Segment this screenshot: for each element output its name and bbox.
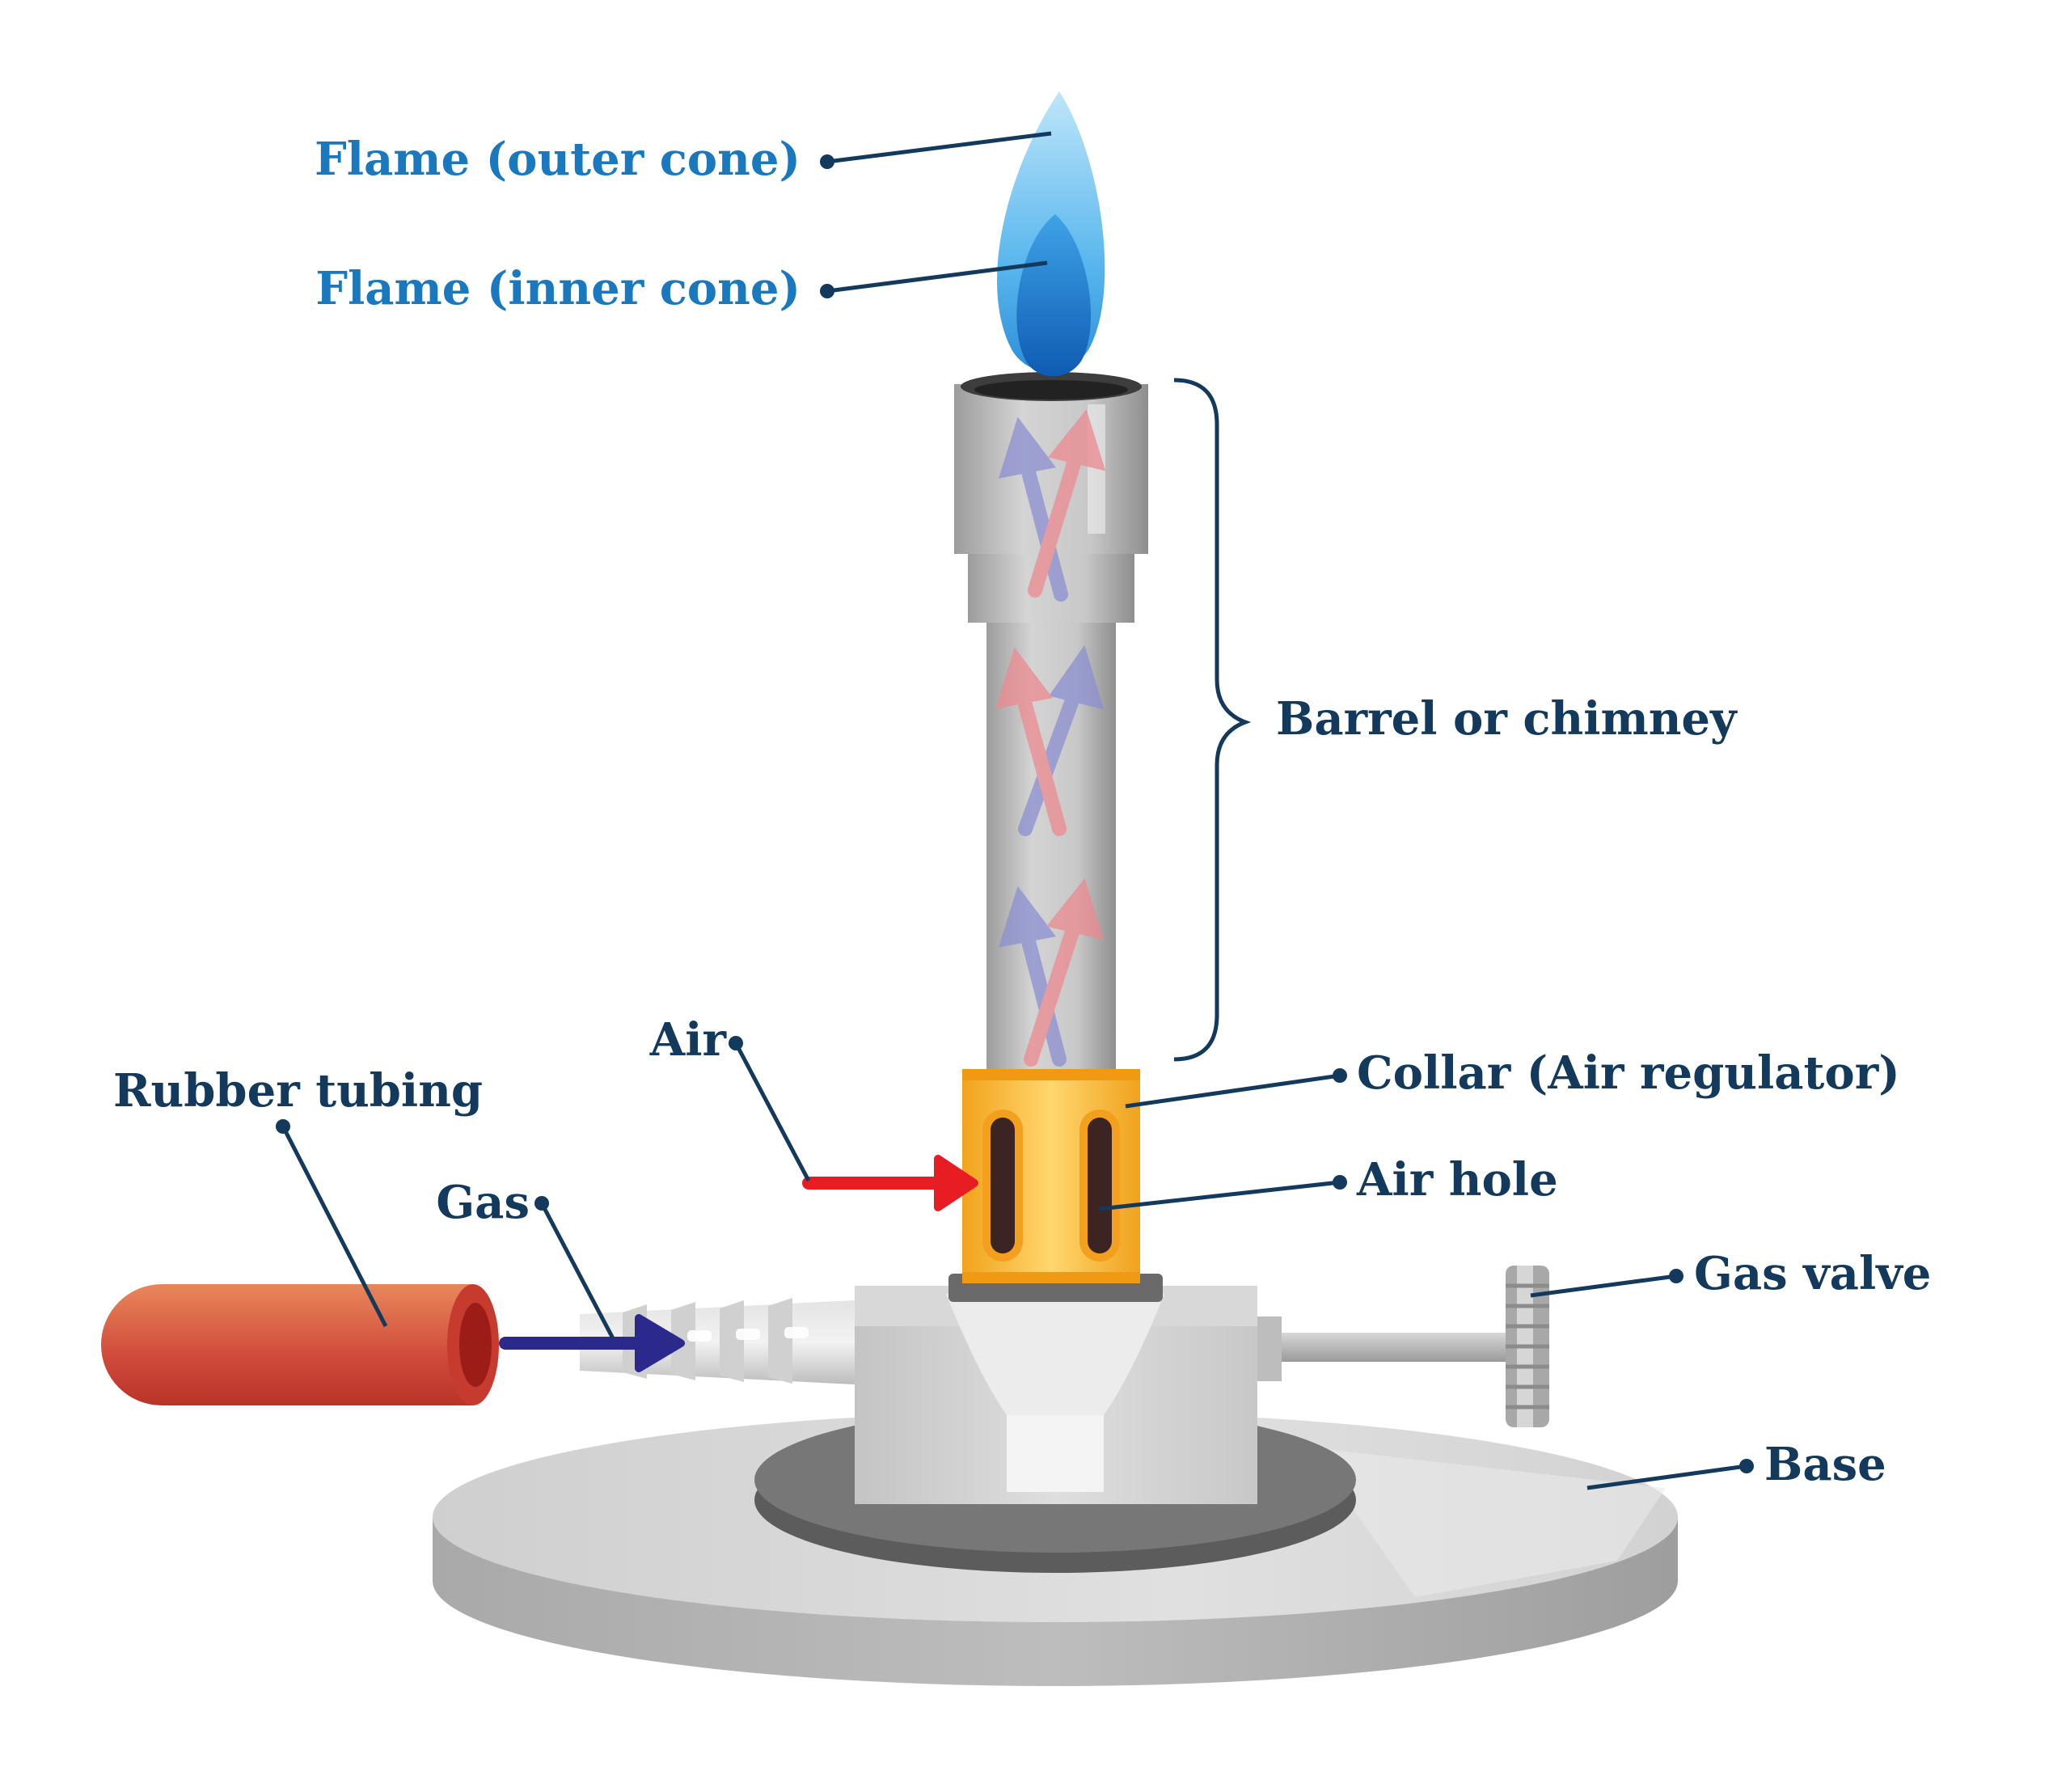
label-gas-valve: Gas valve [1694,1247,1931,1300]
air-flow-arrow [802,1155,978,1211]
air-hole [982,1109,1120,1262]
flame-inner-cone [1016,214,1092,377]
label-air: Air [649,1013,728,1067]
barrel-chimney [954,372,1148,1069]
leader-lines [276,131,1754,1490]
label-gas: Gas [436,1176,530,1229]
flame [997,91,1105,377]
gas-flow-arrow [499,1314,685,1372]
burner-body [855,1274,1257,1504]
barrel-bracket [1173,378,1252,1062]
air-flow-arrows-inside [995,409,1106,1067]
label-flame-inner-cone: Flame (inner cone) [315,262,801,315]
rubber-tubing [101,1284,499,1405]
collar-air-regulator[interactable] [962,1069,1140,1283]
label-air-hole: Air hole [1356,1153,1558,1207]
label-collar-air-regulator: Collar (Air regulator) [1357,1046,1900,1100]
label-flame-outer-cone: Flame (outer cone) [315,133,801,186]
label-base: Base [1764,1438,1886,1491]
label-barrel-or-chimney: Barrel or chimney [1276,692,1738,746]
gas-valve[interactable] [1257,1266,1549,1427]
label-rubber-tubing: Rubber tubing [113,1064,483,1118]
